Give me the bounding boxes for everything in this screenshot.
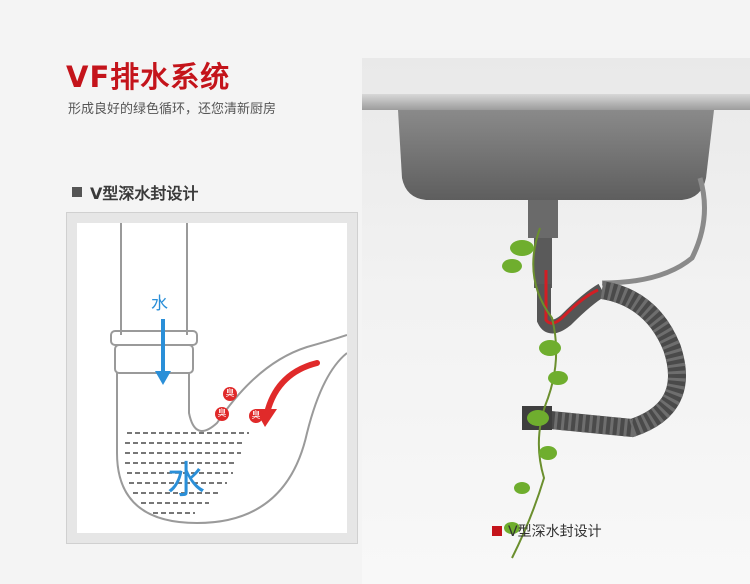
trap-water-fill <box>125 432 249 514</box>
vine-stem <box>511 227 558 559</box>
trap-diagram-svg <box>110 223 347 525</box>
odor-flow-arrow-icon <box>255 360 320 427</box>
bullet-square-icon <box>72 187 82 197</box>
drain-tail <box>534 238 552 288</box>
red-bullet-square-icon <box>492 526 502 536</box>
trap-pipe <box>537 283 606 334</box>
odor-badge-icon: 臭 <box>223 387 237 401</box>
water-label-big: 水 <box>167 458 206 502</box>
water-flow-arrow-icon <box>155 319 171 385</box>
vine-leaves <box>502 240 568 534</box>
pipe-coupling-nut <box>114 344 194 374</box>
trap-outer-curve <box>116 352 347 525</box>
photo-caption: V型深水封设计 <box>492 521 602 541</box>
trap-water-line <box>544 270 599 325</box>
photo-caption-label: V型深水封设计 <box>508 524 602 540</box>
overflow-hose <box>601 177 707 286</box>
corrugated-hose <box>529 281 686 438</box>
odor-badge-icon: 臭 <box>215 407 229 421</box>
sink-photo <box>362 58 750 584</box>
sink-photo-svg <box>362 94 750 559</box>
odor-badge-icon: 臭 <box>249 409 263 423</box>
section-heading: V型深水封设计 <box>72 180 198 204</box>
page-subtitle: 形成良好的绿色循环，还您清新厨房 <box>68 102 277 117</box>
trap-diagram: 水 水 臭 臭 臭 <box>66 212 358 544</box>
drain-body <box>528 200 558 238</box>
section-heading-label: V型深水封设计 <box>90 184 199 203</box>
sink-bowl <box>398 110 714 200</box>
trap-inner-curve <box>188 334 347 432</box>
page-title: VF排水系统 <box>66 60 231 94</box>
pipe-coupling-top <box>110 330 198 346</box>
sink-rim <box>362 94 750 110</box>
trap-diagram-canvas: 水 水 臭 臭 臭 <box>77 223 347 533</box>
water-label-top: 水 <box>151 294 168 314</box>
